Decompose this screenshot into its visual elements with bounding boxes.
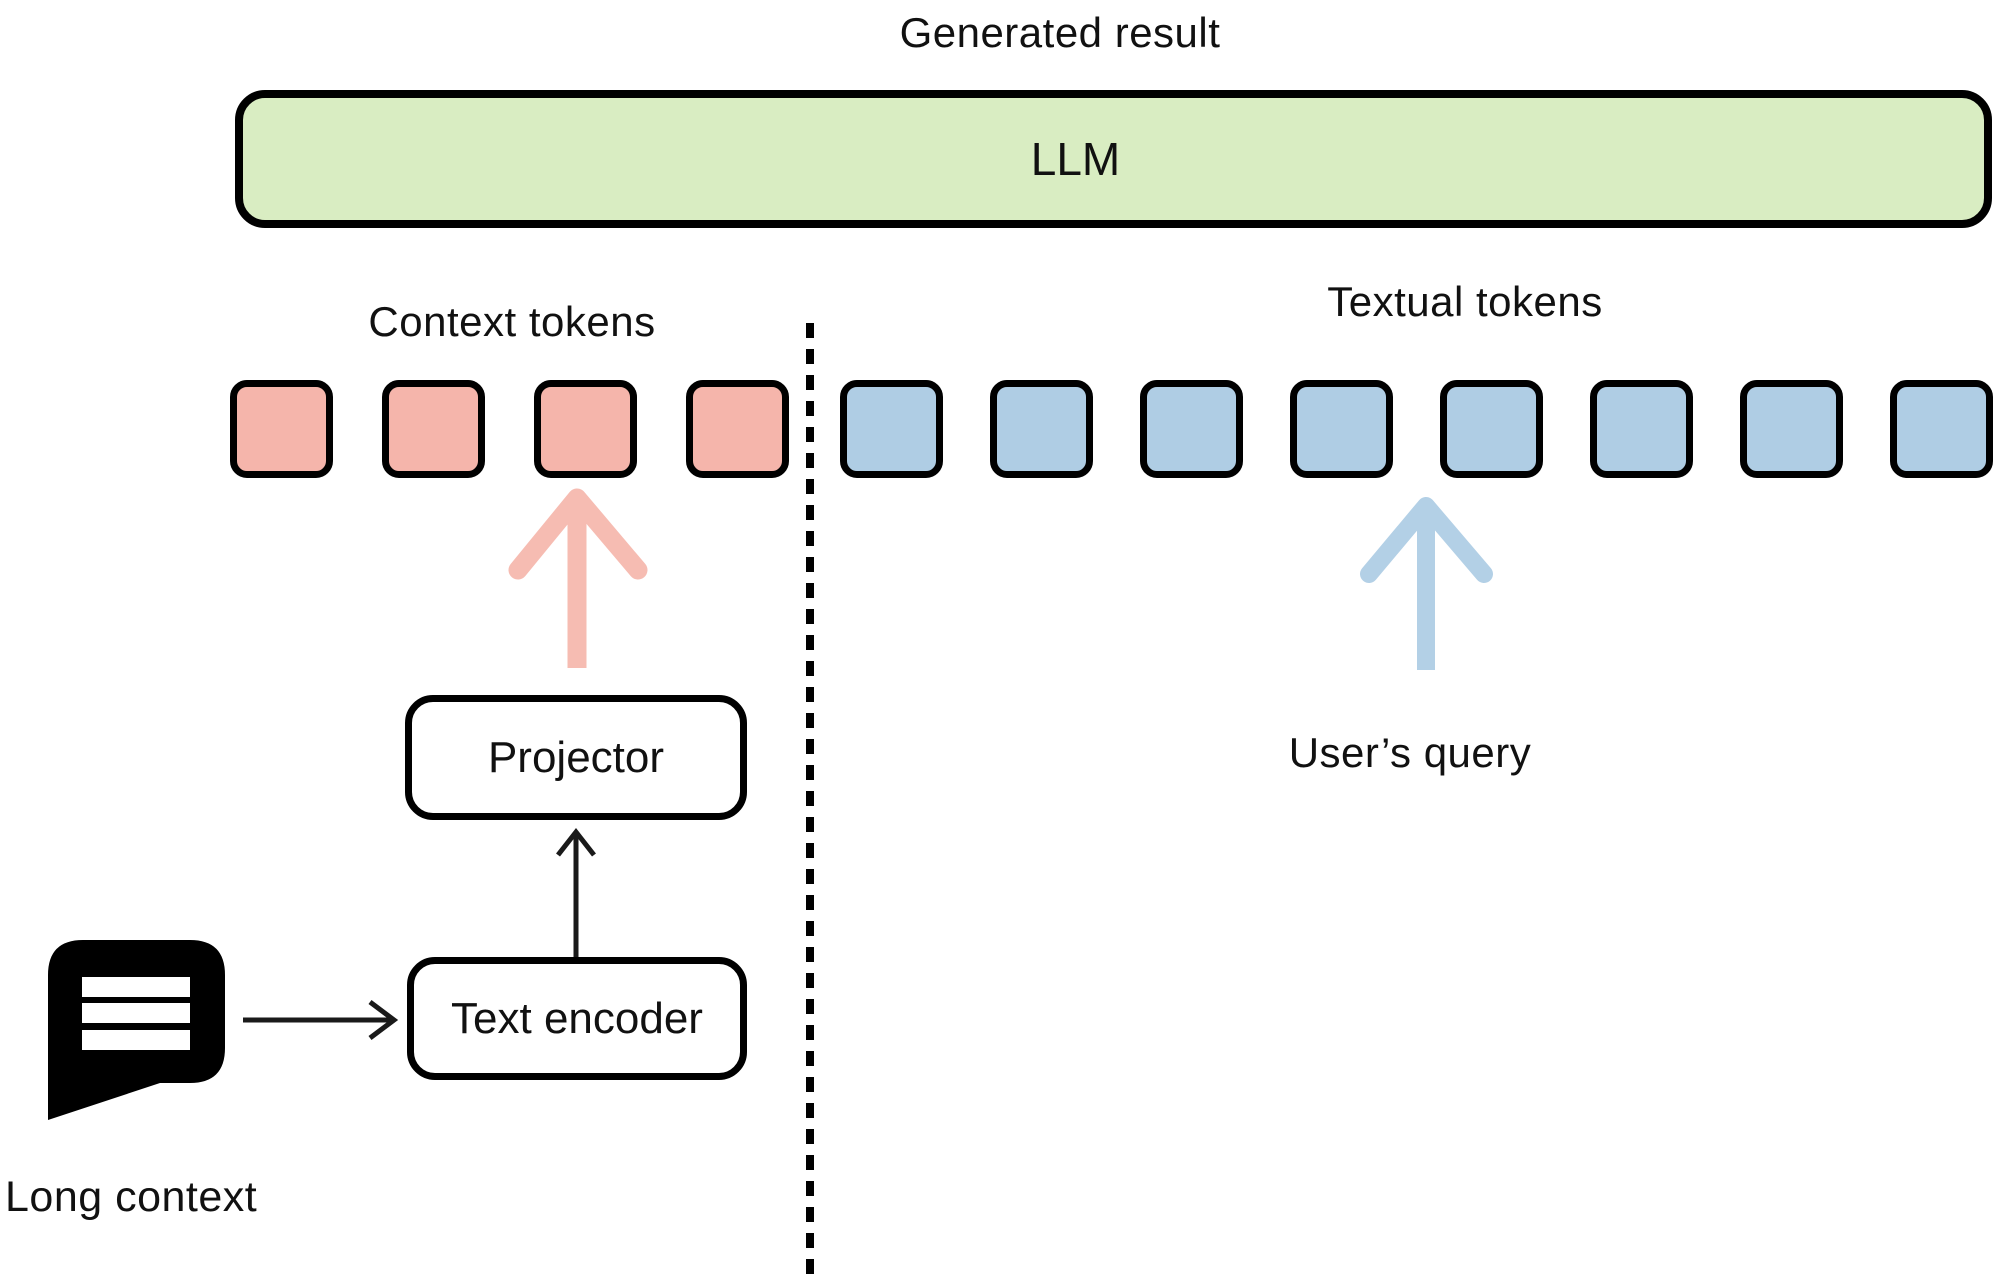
users-query-label: User’s query bbox=[1288, 729, 1532, 776]
token-textual bbox=[840, 380, 943, 478]
context-tokens-label: Context tokens bbox=[368, 298, 656, 345]
llm-box: LLM bbox=[235, 90, 1992, 228]
token-textual bbox=[1290, 380, 1393, 478]
query-arrow-up-icon bbox=[1360, 497, 1493, 670]
divider-dashed-line bbox=[806, 323, 814, 1274]
token-context bbox=[382, 380, 485, 478]
context-token-row bbox=[230, 380, 789, 478]
token-textual bbox=[1440, 380, 1543, 478]
text-encoder-box: Text encoder bbox=[407, 957, 747, 1080]
token-textual bbox=[1590, 380, 1693, 478]
context-arrow-up-icon bbox=[508, 488, 648, 668]
context-to-encoder-arrow-icon bbox=[243, 1000, 399, 1040]
token-textual bbox=[1890, 380, 1993, 478]
textual-tokens-label: Textual tokens bbox=[1327, 278, 1603, 325]
encoder-to-projector-arrow-icon bbox=[556, 827, 596, 959]
projector-label: Projector bbox=[487, 732, 665, 782]
token-textual bbox=[990, 380, 1093, 478]
text-encoder-label: Text encoder bbox=[451, 993, 703, 1043]
projector-box: Projector bbox=[405, 695, 747, 820]
textual-token-row bbox=[840, 380, 1993, 478]
chat-bubble-icon bbox=[48, 940, 225, 1120]
token-context bbox=[534, 380, 637, 478]
llm-label: LLM bbox=[1030, 133, 1121, 185]
token-textual bbox=[1140, 380, 1243, 478]
token-context bbox=[686, 380, 789, 478]
token-context bbox=[230, 380, 333, 478]
token-textual bbox=[1740, 380, 1843, 478]
long-context-label: Long context bbox=[5, 1173, 258, 1221]
generated-result-label: Generated result bbox=[899, 9, 1221, 56]
